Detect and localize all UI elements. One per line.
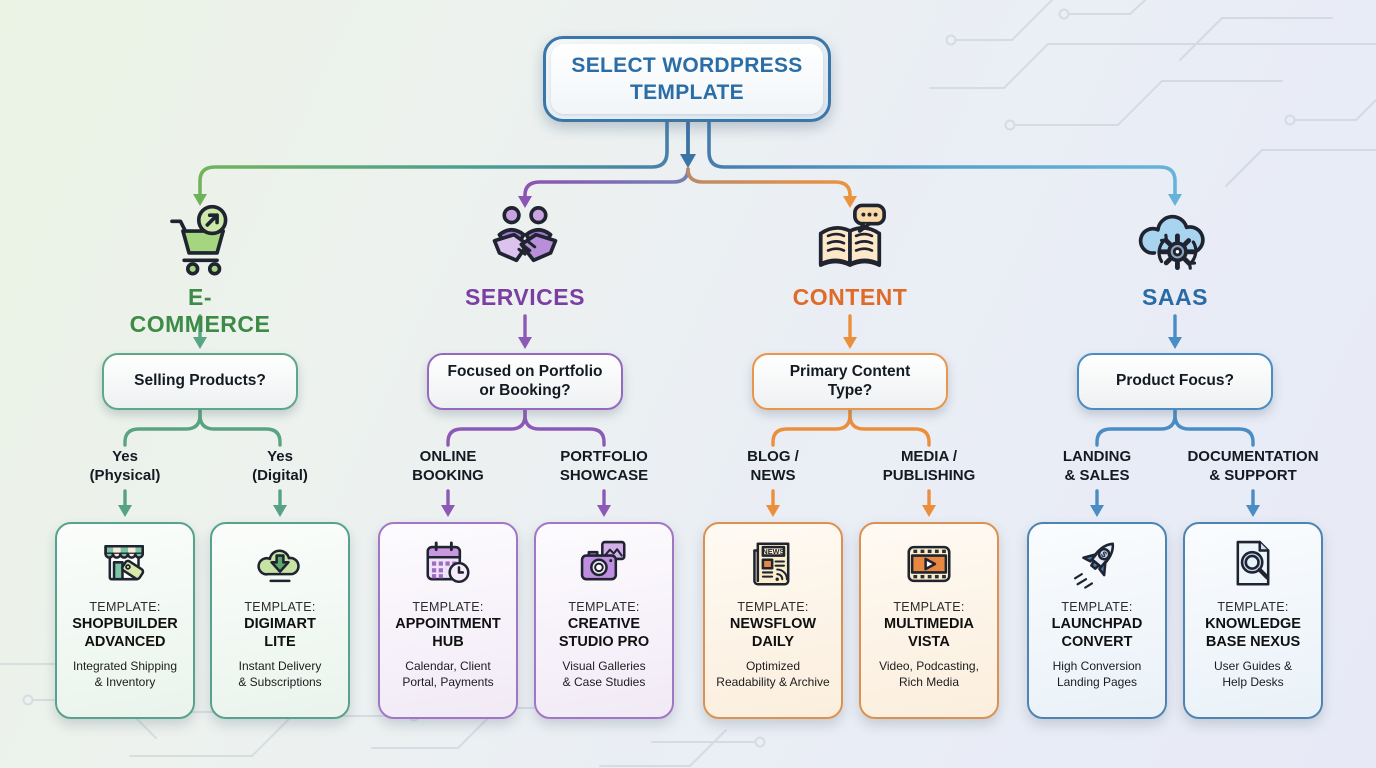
template-description: Visual Galleries & Case Studies: [562, 659, 646, 690]
template-card-appointment-hub: TEMPLATE: APPOINTMENT HUB Calendar, Clie…: [378, 522, 518, 719]
category-content: CONTENT: [770, 203, 930, 311]
template-card-knowledge-base: TEMPLATE: KNOWLEDGE BASE NEXUS User Guid…: [1183, 522, 1323, 719]
template-card-digimart: TEMPLATE: DIGIMART LITE Instant Delivery…: [210, 522, 350, 719]
template-prefix: TEMPLATE:: [1217, 600, 1289, 614]
category-saas: SAAS: [1095, 203, 1255, 311]
template-card-creative-studio: TEMPLATE: CREATIVE STUDIO PRO Visual Gal…: [534, 522, 674, 719]
template-card-multimedia-vista: TEMPLATE: MULTIMEDIA VISTA Video, Podcas…: [859, 522, 999, 719]
category-label-services: SERVICES: [465, 284, 585, 310]
option-label-blog-news: BLOG / NEWS: [747, 448, 799, 485]
root-node: SELECT WORDPRESS TEMPLATE: [543, 36, 831, 122]
cloud-download-icon: [253, 537, 307, 591]
storefront-icon: [98, 537, 152, 591]
template-name: CREATIVE STUDIO PRO: [558, 616, 650, 650]
question-text: Product Focus?: [1116, 372, 1234, 390]
template-description: Optimized Readability & Archive: [716, 659, 830, 690]
template-prefix: TEMPLATE:: [244, 600, 316, 614]
template-prefix: TEMPLATE:: [1061, 600, 1133, 614]
template-card-launchpad: $ TEMPLATE: LAUNCHPAD CONVERT High Conve…: [1027, 522, 1167, 719]
document-search-icon: [1226, 537, 1280, 591]
svg-text:NEWS: NEWS: [763, 547, 785, 556]
template-description: Calendar, Client Portal, Payments: [402, 659, 494, 690]
question-node-content: Primary Content Type?: [752, 353, 948, 410]
category-label-ecommerce: E-COMMERCE: [129, 284, 271, 337]
template-prefix: TEMPLATE:: [412, 600, 484, 614]
camera-icon: [577, 537, 631, 591]
question-text: Selling Products?: [134, 372, 266, 390]
cloud-gear-icon: [1136, 203, 1214, 281]
template-prefix: TEMPLATE:: [568, 600, 640, 614]
video-film-icon: [902, 537, 956, 591]
question-node-saas: Product Focus?: [1077, 353, 1273, 410]
option-label-media-publishing: MEDIA / PUBLISHING: [882, 448, 976, 485]
newspaper-icon: NEWS: [746, 537, 800, 591]
option-label-portfolio-showcase: PORTFOLIO SHOWCASE: [559, 448, 649, 485]
template-description: Instant Delivery & Subscriptions: [238, 659, 322, 690]
option-label-yes-digital: Yes (Digital): [252, 448, 308, 485]
calendar-clock-icon: [421, 537, 475, 591]
template-name: SHOPBUILDER ADVANCED: [72, 616, 178, 650]
category-label-content: CONTENT: [792, 284, 908, 310]
category-label-saas: SAAS: [1142, 284, 1208, 310]
question-node-services: Focused on Portfolio or Booking?: [427, 353, 623, 410]
question-text: Primary Content Type?: [789, 362, 911, 399]
question-node-ecommerce: Selling Products?: [102, 353, 298, 410]
root-title: SELECT WORDPRESS TEMPLATE: [571, 53, 803, 104]
template-name: APPOINTMENT HUB: [395, 616, 501, 650]
option-label-documentation-support: DOCUMENTATION & SUPPORT: [1187, 448, 1319, 485]
open-book-chat-icon: [811, 203, 889, 281]
category-services: SERVICES: [445, 203, 605, 311]
template-description: Video, Podcasting, Rich Media: [879, 659, 979, 690]
template-name: MULTIMEDIA VISTA: [884, 616, 974, 650]
option-label-yes-physical: Yes (Physical): [89, 448, 161, 485]
template-name: NEWSFLOW DAILY: [729, 616, 817, 650]
template-prefix: TEMPLATE:: [737, 600, 809, 614]
template-card-newsflow: NEWS TEMPLATE: NEWSFLOW DAILY Optimized …: [703, 522, 843, 719]
template-description: Integrated Shipping & Inventory: [72, 659, 178, 690]
template-prefix: TEMPLATE:: [89, 600, 161, 614]
option-label-online-booking: ONLINE BOOKING: [412, 448, 484, 485]
option-label-landing-sales: LANDING & SALES: [1062, 448, 1132, 485]
root-node-inner: SELECT WORDPRESS TEMPLATE: [551, 44, 823, 114]
template-description: User Guides & Help Desks: [1213, 659, 1293, 690]
category-ecommerce: E-COMMERCE: [120, 203, 280, 338]
template-name: DIGIMART LITE: [244, 616, 316, 650]
shopping-cart-icon: [161, 203, 239, 281]
template-name: LAUNCHPAD CONVERT: [1051, 616, 1143, 650]
svg-text:$: $: [1099, 549, 1109, 560]
template-prefix: TEMPLATE:: [893, 600, 965, 614]
template-description: High Conversion Landing Pages: [1052, 659, 1142, 690]
question-text: Focused on Portfolio or Booking?: [447, 362, 603, 399]
template-card-shopbuilder: TEMPLATE: SHOPBUILDER ADVANCED Integrate…: [55, 522, 195, 719]
template-name: KNOWLEDGE BASE NEXUS: [1205, 616, 1301, 650]
rocket-icon: $: [1070, 537, 1124, 591]
handshake-icon: [486, 203, 564, 281]
